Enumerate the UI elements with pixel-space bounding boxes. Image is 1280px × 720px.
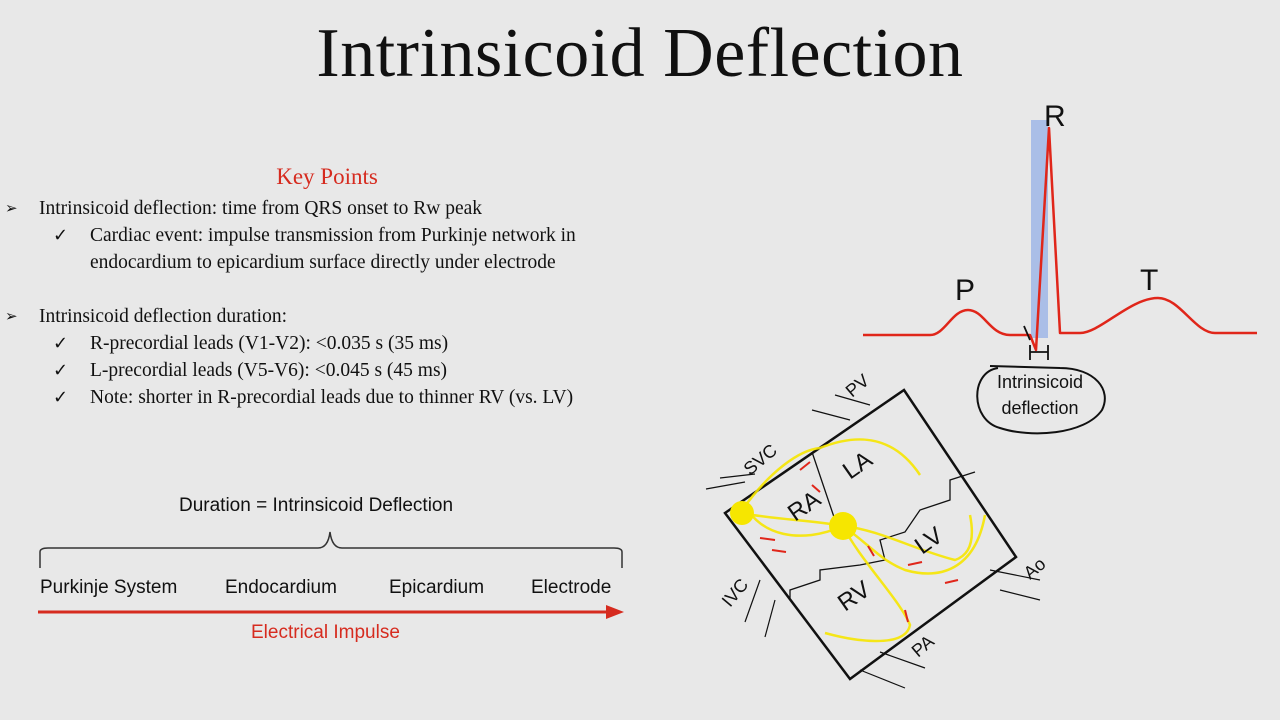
ao-lines xyxy=(989,569,1041,601)
bullet-duration-text: Intrinsicoid deflection duration: xyxy=(39,306,288,327)
impulse-arrow-head xyxy=(606,605,624,619)
chamber-rv: RV xyxy=(833,576,875,617)
annotation-bubble xyxy=(976,365,1106,435)
p-label: P xyxy=(955,274,975,307)
brace-label: Duration = Intrinsicoid Deflection xyxy=(179,495,454,516)
check-cardiac-event-line2: endocardium to epicardium surface direct… xyxy=(90,252,556,273)
check-icon: ✓ xyxy=(53,387,69,408)
arrow-bullet-icon: ➢ xyxy=(5,307,18,325)
chamber-la: LA xyxy=(838,446,878,485)
intrinsicoid-highlight xyxy=(1031,120,1048,338)
check-note-text: Note: shorter in R-precordial leads due … xyxy=(90,387,574,408)
bullet-definition-text: Intrinsicoid deflection: time from QRS o… xyxy=(39,198,483,219)
chamber-lv: LV xyxy=(910,522,948,560)
vessel-ao: Ao xyxy=(1020,554,1050,583)
stage-electrode: Electrode xyxy=(531,577,612,598)
duration-brace xyxy=(39,531,623,568)
stage-epicardium: Epicardium xyxy=(389,577,485,598)
stage-purkinje: Purkinje System xyxy=(40,577,178,598)
impulse-label: Electrical Impulse xyxy=(251,622,400,643)
svc-lines xyxy=(705,473,756,490)
annotation-line1: Intrinsicoid xyxy=(997,372,1083,392)
t-label: T xyxy=(1140,264,1158,297)
check-r-precordial-text: R-precordial leads (V1-V2): <0.035 s (35… xyxy=(90,333,449,354)
check-icon: ✓ xyxy=(53,360,69,381)
bullet-duration: ➢ Intrinsicoid deflection duration: xyxy=(5,303,288,330)
key-points-heading: Key Points xyxy=(276,164,378,189)
stage-endocardium: Endocardium xyxy=(225,577,337,598)
r-label: R xyxy=(1044,100,1066,133)
duration-bracket-mark xyxy=(1023,325,1049,360)
heart-diagram: RA LA RV LV SVC PV IVC Ao PA xyxy=(705,370,1050,689)
septum-lines xyxy=(789,451,976,598)
av-node xyxy=(829,512,857,540)
vessel-pv: PV xyxy=(842,370,873,401)
pa-lines xyxy=(859,651,926,689)
check-cardiac-event: ✓ Cardiac event: impulse transmission fr… xyxy=(53,222,576,249)
check-l-precordial: ✓ L-precordial leads (V5-V6): <0.045 s (… xyxy=(53,357,448,384)
check-l-precordial-text: L-precordial leads (V5-V6): <0.045 s (45… xyxy=(90,360,448,381)
bullet-definition: ➢ Intrinsicoid deflection: time from QRS… xyxy=(5,195,483,222)
check-cardiac-event-line1: Cardiac event: impulse transmission from… xyxy=(90,225,576,246)
conduction-arrows xyxy=(759,461,959,623)
check-icon: ✓ xyxy=(53,333,69,354)
ivc-lines xyxy=(744,579,776,638)
sa-node xyxy=(730,501,754,525)
check-icon: ✓ xyxy=(53,225,69,246)
vessel-pa: PA xyxy=(908,631,938,661)
ecg-trace xyxy=(863,126,1257,352)
check-cardiac-event-continued: endocardium to epicardium surface direct… xyxy=(90,249,556,276)
page-title: Intrinsicoid Deflection xyxy=(316,15,964,92)
heart-outline xyxy=(723,388,1018,681)
check-r-precordial: ✓ R-precordial leads (V1-V2): <0.035 s (… xyxy=(53,330,449,357)
arrow-bullet-icon: ➢ xyxy=(5,199,18,217)
conduction-pathways xyxy=(738,438,987,643)
vessel-ivc: IVC xyxy=(718,575,753,611)
annotation-line2: deflection xyxy=(1001,398,1078,418)
check-note: ✓ Note: shorter in R-precordial leads du… xyxy=(53,384,574,411)
pv-lines xyxy=(811,394,871,421)
